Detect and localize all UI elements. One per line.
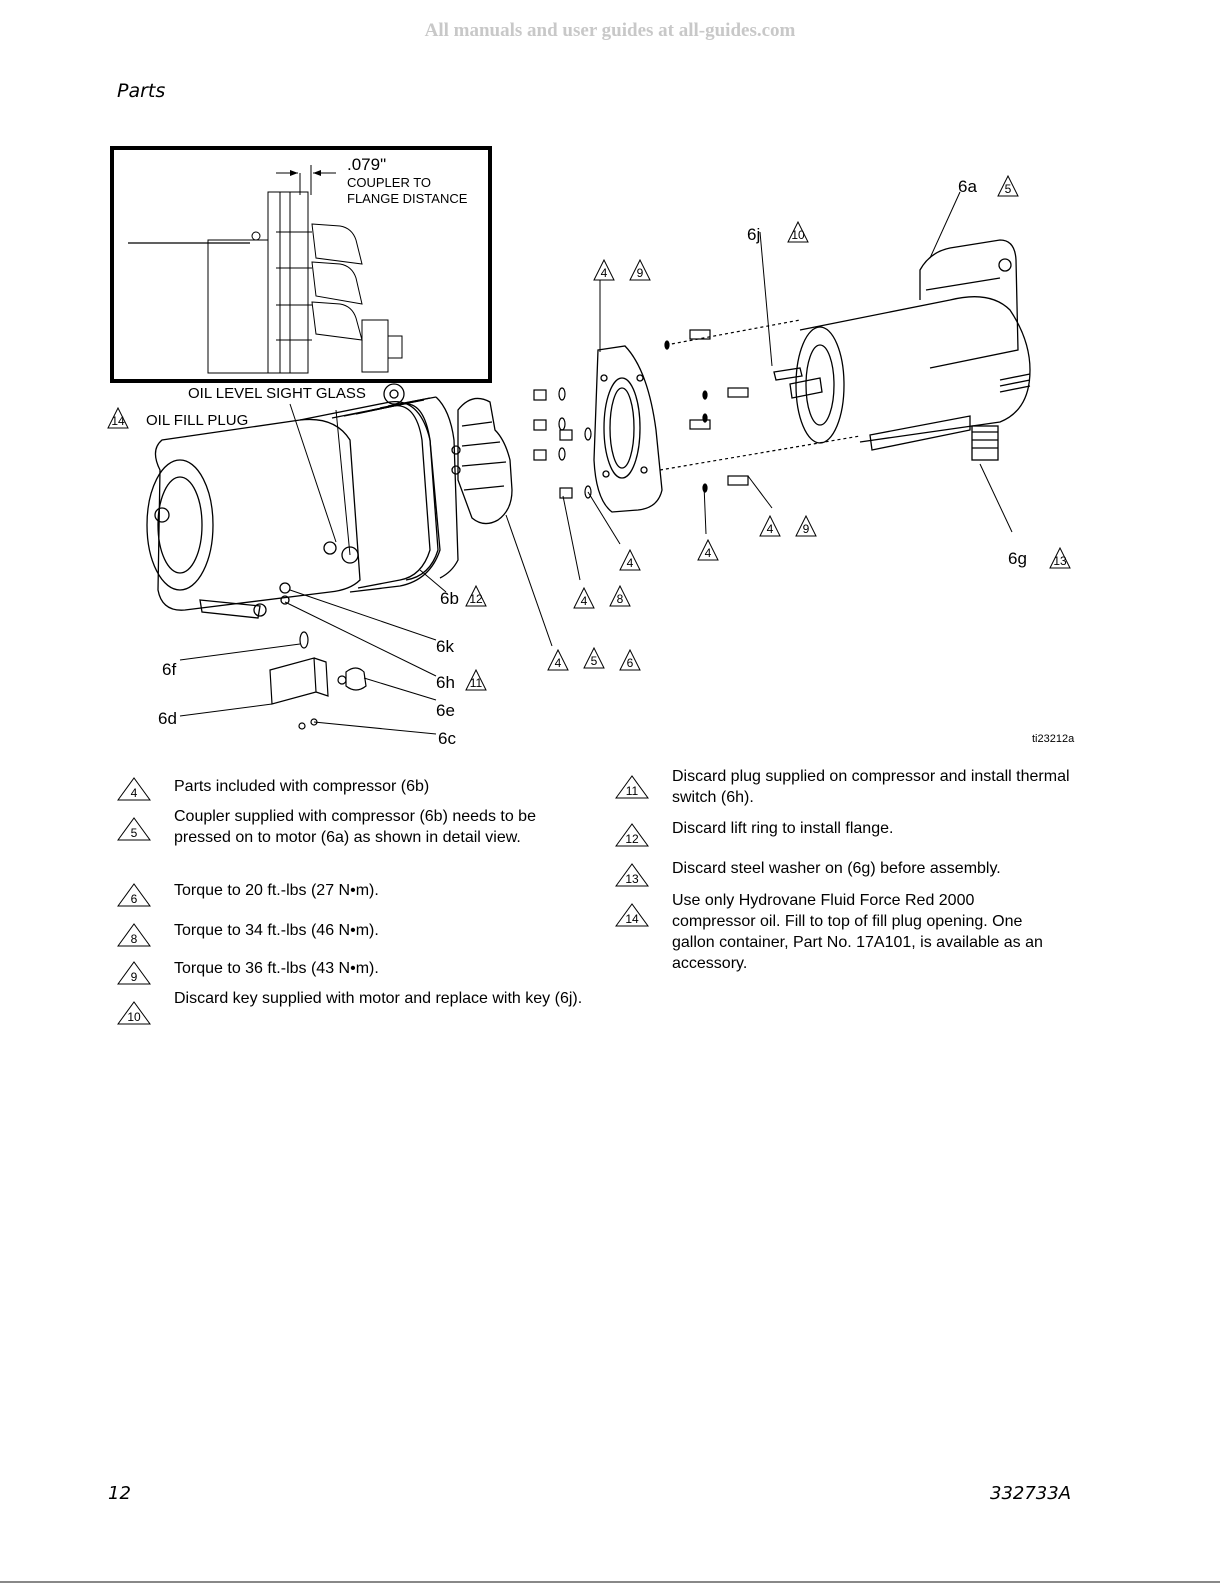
svg-text:6: 6: [131, 892, 138, 906]
label-6h: 6h: [436, 673, 455, 692]
label-6f: 6f: [162, 660, 176, 679]
compressor-6b: [146, 383, 459, 619]
coupler: [451, 397, 513, 525]
callout-13: 13: [1049, 547, 1071, 569]
note-text: Discard steel washer on (6g) before asse…: [672, 860, 1001, 877]
label-6b: 6b: [440, 589, 459, 608]
svg-text:11: 11: [626, 784, 639, 798]
callout-4-triple: 4: [547, 649, 569, 671]
callout-5: 5: [997, 175, 1019, 197]
label-6c: 6c: [438, 729, 456, 748]
detail-label-line1: COUPLER TO: [347, 175, 431, 190]
svg-text:10: 10: [791, 228, 805, 242]
callout-9-top: 9: [629, 259, 651, 281]
svg-text:14: 14: [111, 414, 125, 428]
label-6e: 6e: [436, 701, 455, 720]
svg-text:5: 5: [591, 654, 598, 668]
svg-text:4: 4: [767, 522, 774, 536]
figure-id: ti23212a: [1032, 733, 1075, 745]
svg-text:8: 8: [617, 592, 624, 606]
label-6g: 6g: [1008, 549, 1027, 568]
svg-text:12: 12: [625, 832, 639, 846]
label-oil-sight-glass: OIL LEVEL SIGHT GLASS: [188, 385, 366, 402]
callout-11: 11: [465, 669, 487, 691]
svg-text:4: 4: [555, 656, 562, 670]
svg-text:14: 14: [625, 912, 639, 926]
warning-triangle-icon: 8: [116, 922, 152, 948]
svg-text:12: 12: [469, 592, 483, 606]
svg-text:9: 9: [803, 522, 810, 536]
callout-4-right: 4: [759, 515, 781, 537]
warning-triangle-icon: 9: [116, 960, 152, 986]
label-oil-fill-plug: OIL FILL PLUG: [146, 412, 248, 429]
warning-triangle-icon: 5: [116, 816, 152, 842]
note-text: Parts included with compressor (6b): [174, 778, 430, 795]
note-text: Use only Hydrovane Fluid Force Red 2000 …: [672, 892, 1043, 972]
callout-12: 12: [465, 585, 487, 607]
label-6k: 6k: [436, 637, 454, 656]
svg-text:5: 5: [1005, 182, 1012, 196]
callout-6: 6: [619, 649, 641, 671]
bottom-rule: [0, 1581, 1220, 1583]
callout-14: 14: [107, 407, 129, 429]
callout-8: 8: [609, 585, 631, 607]
callout-4-low: 4: [697, 539, 719, 561]
callout-9-right: 9: [795, 515, 817, 537]
svg-text:10: 10: [127, 1010, 141, 1024]
note-text: Coupler supplied with compressor (6b) ne…: [174, 808, 536, 846]
label-6j: 6j: [747, 225, 760, 244]
svg-text:9: 9: [131, 970, 138, 984]
svg-text:8: 8: [131, 932, 138, 946]
watermark: All manuals and user guides at all-guide…: [424, 20, 796, 41]
detail-view: .079" COUPLER TO FLANGE DISTANCE: [110, 146, 492, 383]
note-text: Discard plug supplied on compressor and …: [672, 768, 1070, 806]
callout-4-mid: 4: [619, 549, 641, 571]
svg-text:4: 4: [627, 556, 634, 570]
svg-text:13: 13: [1053, 554, 1067, 568]
callout-10: 10: [787, 221, 809, 243]
flange-bolts: [533, 387, 592, 499]
note-text: Torque to 34 ft.-lbs (46 N•m).: [174, 922, 379, 939]
warning-triangle-icon: 14: [614, 902, 650, 928]
warning-triangle-icon: 10: [116, 1000, 152, 1026]
motor-bolts: [659, 319, 861, 493]
svg-text:11: 11: [470, 676, 483, 690]
small-parts: [269, 631, 367, 730]
svg-text:4: 4: [131, 786, 138, 800]
warning-triangle-icon: 13: [614, 862, 650, 888]
warning-triangle-icon: 11: [614, 774, 650, 800]
svg-text:5: 5: [131, 826, 138, 840]
svg-text:4: 4: [581, 594, 588, 608]
detail-label-line2: FLANGE DISTANCE: [347, 191, 468, 206]
callout-5-triple: 5: [583, 647, 605, 669]
note-text: Discard lift ring to install flange.: [672, 820, 894, 837]
warning-triangle-icon: 12: [614, 822, 650, 848]
warning-triangle-icon: 6: [116, 882, 152, 908]
motor-6a: [773, 239, 1031, 461]
note-text: Torque to 36 ft.-lbs (43 N•m).: [174, 960, 379, 977]
label-6a: 6a: [958, 177, 977, 196]
svg-text:13: 13: [625, 872, 639, 886]
svg-text:9: 9: [637, 266, 644, 280]
svg-text:4: 4: [705, 546, 712, 560]
exploded-parts-diagram: .079" COUPLER TO FLANGE DISTANCE: [100, 140, 1100, 760]
svg-text:4: 4: [601, 266, 608, 280]
detail-dimension: .079": [347, 155, 386, 174]
note-text: Discard key supplied with motor and repl…: [174, 990, 583, 1007]
flange: [593, 345, 663, 513]
callout-4-top: 4: [593, 259, 615, 281]
callout-4-pair: 4: [573, 587, 595, 609]
note-text: Torque to 20 ft.-lbs (27 N•m).: [174, 882, 379, 899]
document-number: 332733A: [990, 1483, 1072, 1504]
leader-lines: [179, 191, 1013, 735]
section-title: Parts: [117, 80, 166, 102]
label-6d: 6d: [158, 709, 177, 728]
page-number: 12: [108, 1483, 131, 1504]
callout-triangles: 14 5 10 4 9 12 11 4 9 4 4 4 8 4 5 6 13: [107, 175, 1071, 691]
warning-triangle-icon: 4: [116, 776, 152, 802]
svg-text:6: 6: [627, 656, 634, 670]
